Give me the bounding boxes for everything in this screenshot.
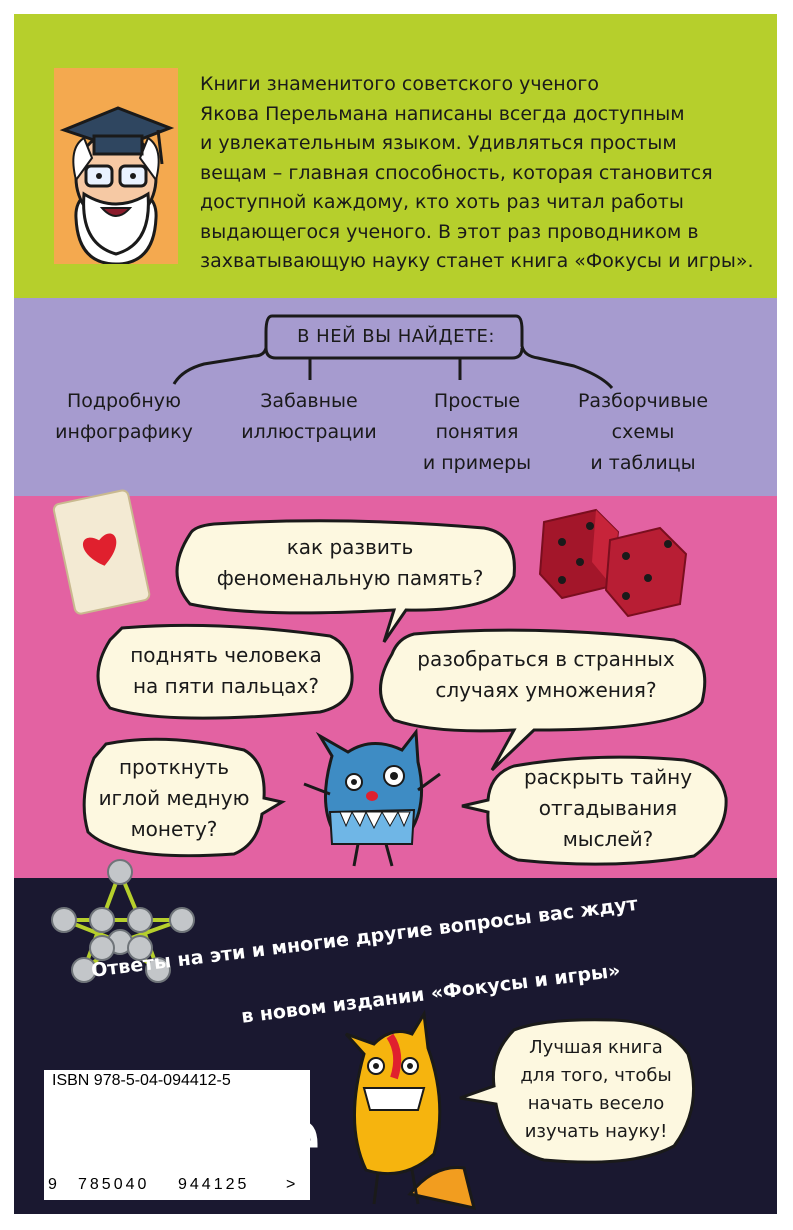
find-brace <box>172 314 614 390</box>
intro-line: захватывающую науку станет книга «Фокусы… <box>200 250 754 272</box>
question-line: раскрыть тайну <box>523 765 693 789</box>
intro-line: Книги знаменитого советского ученого <box>200 73 599 95</box>
professor-face-icon <box>59 106 175 266</box>
feature-line: понятия <box>435 421 519 443</box>
feature-line: Забавные <box>260 390 358 412</box>
feature-line: Подробную <box>66 390 182 412</box>
isbn-label: ISBN 978-5-04-094412-5 <box>52 1072 231 1089</box>
question-line: как развить <box>286 535 414 559</box>
feature-line: Простые <box>433 390 521 412</box>
monster-note: Лучшая книга для того, чтобы начать весе… <box>506 1034 686 1146</box>
question-line: поднять человека <box>130 643 322 667</box>
question-line: иглой медную <box>98 786 250 810</box>
question-line: мыслей? <box>562 827 654 851</box>
features-band <box>14 298 777 496</box>
intro-line: выдающегося ученого. В этот раз проводни… <box>200 220 699 243</box>
question-line: проткнуть <box>118 755 230 779</box>
professor-portrait <box>54 68 178 266</box>
find-title: В НЕЙ ВЫ НАЙДЕТЕ: <box>297 326 495 347</box>
note-line: изучать науку! <box>524 1121 668 1142</box>
dice-icon <box>538 508 688 618</box>
feature-line: схемы <box>611 421 675 443</box>
feature-infographics: Подробную инфографику <box>54 386 194 448</box>
isbn-digit-lead: 9 <box>48 1176 57 1193</box>
feature-line: инфографику <box>55 421 193 443</box>
question-line: монету? <box>130 817 218 841</box>
bubble-memory <box>175 519 516 643</box>
ace-of-hearts-card-icon <box>52 489 151 615</box>
intro-line: вещам – главная способность, которая ста… <box>200 161 713 184</box>
bubble-multiply <box>379 628 707 772</box>
question-line: на пяти пальцах? <box>132 674 320 698</box>
feature-line: Разборчивые <box>577 390 709 412</box>
question-line: случаях умножения? <box>435 678 657 702</box>
feature-schemes: Разборчивые схемы и таблицы <box>568 386 718 479</box>
intro-line: Якова Перельмана написаны всегда доступн… <box>200 102 685 125</box>
blue-monster-icon <box>303 727 441 867</box>
question-line: разобраться в странных <box>417 647 675 671</box>
monster-note-bubble <box>459 1018 696 1164</box>
note-line: Лучшая книга <box>529 1037 663 1058</box>
orange-monster-icon <box>344 1009 477 1210</box>
intro-line: доступной каждому, кто хоть раз читал ра… <box>200 191 684 213</box>
feature-line: иллюстрации <box>241 421 377 443</box>
note-line: начать весело <box>527 1093 665 1114</box>
question-mind: раскрыть тайну отгадывания мыслей? <box>498 762 718 855</box>
isbn-quiet-zone-mark: > <box>286 1176 296 1193</box>
feature-concepts: Простые понятия и примеры <box>412 386 542 479</box>
feature-line: и примеры <box>422 452 532 474</box>
bubble-coin <box>82 737 286 858</box>
bubble-lift <box>96 623 354 720</box>
isbn-digits-right: 944125 <box>178 1176 250 1193</box>
question-coin: проткнуть иглой медную монету? <box>94 752 254 845</box>
intro-text: Книги знаменитого советского ученого Яко… <box>200 70 760 277</box>
coin-icons <box>51 859 195 983</box>
feature-line: и таблицы <box>590 452 696 474</box>
note-line: для того, чтобы <box>520 1065 672 1086</box>
feature-illustrations: Забавные иллюстрации <box>236 386 382 448</box>
bubble-mind <box>461 755 728 866</box>
question-line: феноменальную память? <box>216 566 484 590</box>
question-lift: поднять человека на пяти пальцах? <box>112 640 340 702</box>
isbn-block <box>44 1070 310 1200</box>
question-multiply: разобраться в странных случаях умножения… <box>398 644 694 706</box>
intro-line: и увлекательным языком. Удивляться прост… <box>200 132 677 154</box>
questions-illustrations <box>51 489 728 1210</box>
book-back-cover: Книги знаменитого советского ученого Яко… <box>14 14 777 1214</box>
isbn-digits-left: 785040 <box>78 1176 150 1193</box>
question-memory: как развить феноменальную память? <box>200 532 500 594</box>
question-line: отгадывания <box>538 796 678 820</box>
